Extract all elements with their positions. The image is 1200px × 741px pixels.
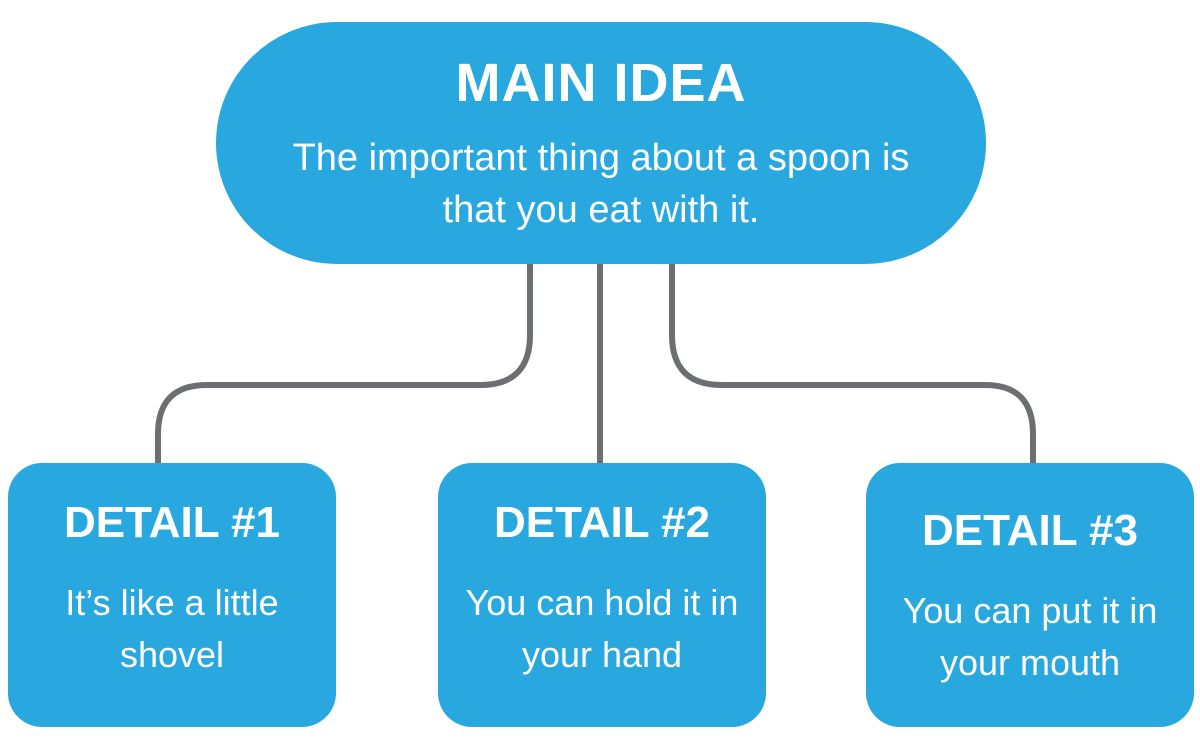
detail-title-2: DETAIL #2 (494, 498, 710, 547)
detail-text-3: You can put it in your mouth (902, 590, 1158, 683)
main-idea-node: MAIN IDEA The important thing about a sp… (216, 22, 986, 264)
detail-node-1: DETAIL #1 It’s like a little shovel (8, 463, 336, 727)
detail-title-3: DETAIL #3 (922, 506, 1138, 555)
detail-title-1: DETAIL #1 (64, 498, 280, 547)
detail-text-2: You can hold it in your hand (465, 582, 739, 675)
connector-detail-1 (155, 259, 533, 469)
main-idea-text: The important thing about a spoon is tha… (292, 137, 910, 231)
detail-node-3: DETAIL #3 You can put it in your mouth (866, 463, 1194, 727)
connector-detail-3 (669, 259, 1036, 469)
main-idea-title: MAIN IDEA (455, 53, 747, 113)
detail-node-2: DETAIL #2 You can hold it in your hand (438, 463, 766, 727)
detail-text-1: It’s like a little shovel (65, 582, 279, 675)
